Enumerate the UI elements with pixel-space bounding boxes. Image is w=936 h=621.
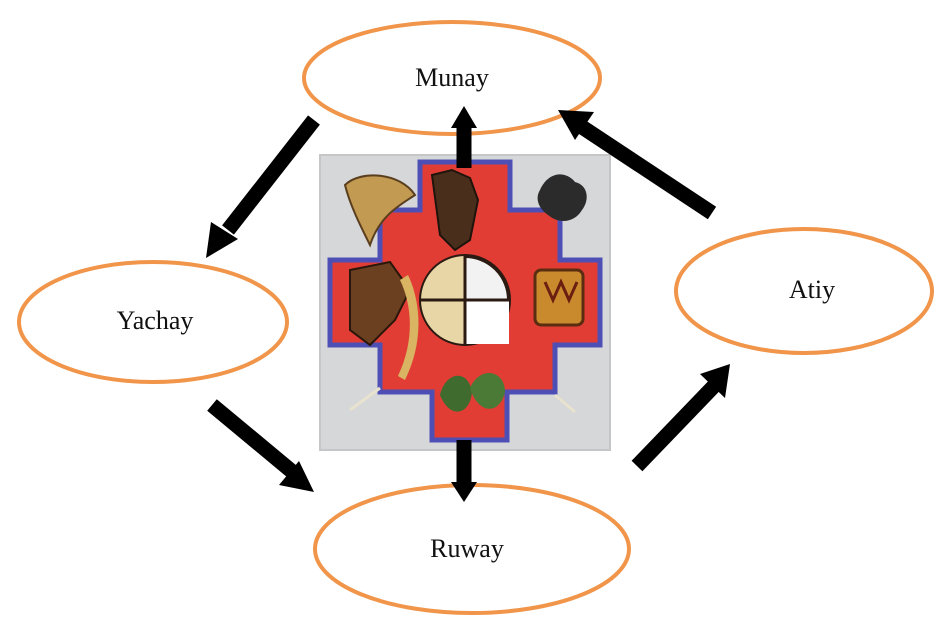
hand-object-icon	[537, 174, 587, 222]
coca-leaf-right-icon	[470, 372, 505, 409]
horn-object-icon	[343, 174, 417, 248]
node-munay: Munay	[302, 20, 602, 136]
node-atiy: Atiy	[674, 227, 934, 355]
chakana-image	[319, 154, 611, 451]
arrow-yachay-to-ruway	[207, 399, 314, 492]
coca-leaf-left-icon	[440, 375, 472, 412]
cane-object-icon	[398, 275, 419, 380]
node-ruway: Ruway	[313, 483, 631, 615]
node-label-yachay: Yachay	[117, 306, 194, 335]
figure-object-icon	[430, 168, 480, 252]
central-circle	[419, 254, 511, 346]
arrow-center-to-ruway	[451, 440, 477, 502]
node-ellipse-atiy	[674, 227, 934, 355]
arrow-munay-to-yachay	[206, 115, 320, 258]
node-label-ruway: Ruway	[430, 534, 504, 563]
kero-vessel-icon	[533, 268, 585, 327]
node-ellipse-munay	[302, 20, 602, 136]
node-label-atiy: Atiy	[789, 275, 835, 304]
node-yachay: Yachay	[17, 260, 289, 384]
node-ellipse-yachay	[17, 260, 289, 384]
arrow-atiy-to-munay	[558, 110, 717, 220]
feather-object-icon	[349, 260, 412, 347]
arrow-center-to-munay	[451, 106, 477, 168]
arrow-ruway-to-atiy	[631, 364, 730, 472]
node-label-munay: Munay	[415, 63, 489, 92]
